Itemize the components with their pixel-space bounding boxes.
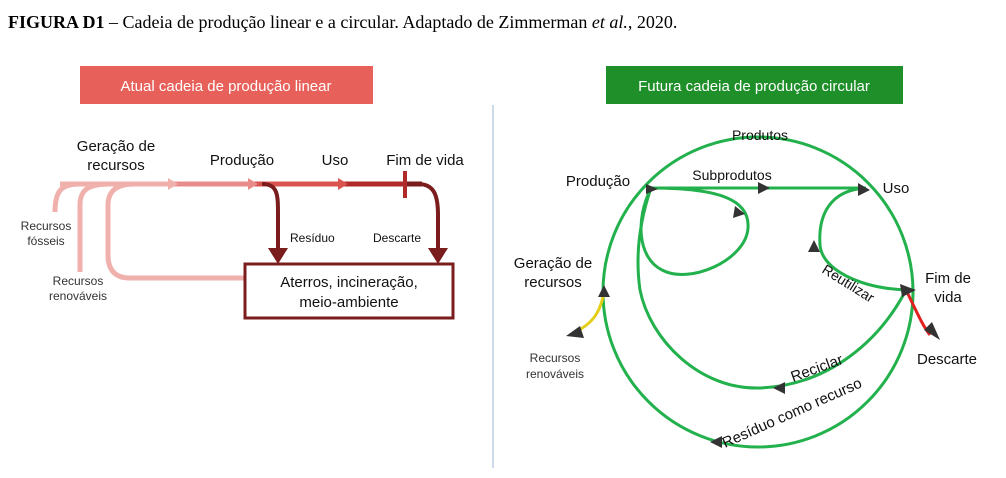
descarte-arrow [417, 182, 440, 250]
renovaveis-curve [77, 181, 111, 272]
circular-panel: Futura cadeia de produção circular Produ… [514, 66, 977, 452]
lin-producao-label: Produção [210, 152, 274, 169]
circular-header-box [606, 66, 903, 104]
figure-caption: FIGURA D1 – Cadeia de produção linear e … [8, 12, 677, 32]
renovaveis-line [574, 291, 606, 334]
circ-descarte-label: Descarte [917, 351, 977, 368]
caption-etal: et al. [592, 12, 628, 32]
reciclar-label: Reciclar [789, 351, 846, 386]
caption-label: FIGURA D1 [8, 12, 105, 32]
fosseis-line-1: Recursos [21, 219, 72, 233]
linear-header-title: Atual cadeia de produção linear [121, 78, 332, 95]
caption-text: Cadeia de produção linear e a circular. … [123, 12, 592, 32]
linear-flow-arrowhead-2 [248, 178, 258, 190]
lin-fim-de-vida-label: Fim de vida [386, 152, 464, 169]
linear-panel: Atual cadeia de produção linear Aterros,… [21, 66, 464, 320]
circ-producao-label: Produção [566, 173, 630, 190]
inner-loop-arrow [733, 206, 745, 218]
caption-dash: – [105, 12, 123, 32]
residuo-arrowhead [268, 248, 288, 264]
producao-node-arrow [646, 184, 658, 194]
fosseis-line-2: fósseis [27, 234, 64, 248]
circ-geracao-line-2: recursos [524, 274, 582, 291]
lin-descarte-label: Descarte [373, 231, 421, 245]
residuo-recurso-arrow [710, 436, 722, 448]
lin-uso-label: Uso [322, 152, 349, 169]
circ-fim-line-2: vida [934, 289, 962, 306]
box-line-1: Aterros, incineração, [280, 274, 418, 291]
fim-de-vida-arrow [900, 284, 916, 297]
subprodutos-label: Subprodutos [692, 167, 771, 183]
lin-renovaveis-line-1: Recursos [53, 274, 104, 288]
reutilizar-loop [818, 186, 907, 292]
linear-header-box [80, 66, 373, 104]
circular-header-title: Futura cadeia de produção circular [638, 78, 870, 95]
fosseis-curve [52, 181, 81, 213]
renovaveis-arrowhead [566, 326, 584, 338]
geracao-node-arrow [598, 285, 610, 297]
reciclar-arc [636, 187, 908, 390]
descarte-arrowhead [924, 322, 940, 340]
caption-year: , 2020. [628, 12, 678, 32]
lin-renovaveis-line-2: renováveis [49, 289, 107, 303]
destination-box [243, 262, 455, 320]
linear-flow-arrowhead-1 [168, 178, 178, 190]
reutilizar-arrow [808, 240, 820, 252]
lin-geracao-line-1: Geração de [77, 138, 155, 155]
lin-geracao-line-2: recursos [87, 157, 145, 174]
residuo-arrow [261, 182, 280, 250]
circ-uso-label: Uso [883, 180, 910, 197]
reciclar-arrow [773, 382, 785, 394]
circ-fim-line-1: Fim de [925, 270, 971, 287]
descarte-arrowhead [428, 248, 448, 264]
circ-geracao-line-1: Geração de [514, 255, 592, 272]
produtos-label: Produtos [732, 127, 788, 143]
linear-flow-arrowhead-3 [338, 178, 348, 190]
box-line-2: meio-ambiente [299, 294, 398, 311]
circ-renovaveis-line-2: renováveis [526, 367, 584, 381]
subprodutos-arrow [758, 182, 770, 194]
circ-renovaveis-line-1: Recursos [530, 351, 581, 365]
producao-inner-loop [639, 186, 750, 276]
recycle-back-curve [105, 181, 245, 281]
uso-node-arrow [858, 183, 870, 196]
lin-residuo-label: Resíduo [290, 231, 335, 245]
